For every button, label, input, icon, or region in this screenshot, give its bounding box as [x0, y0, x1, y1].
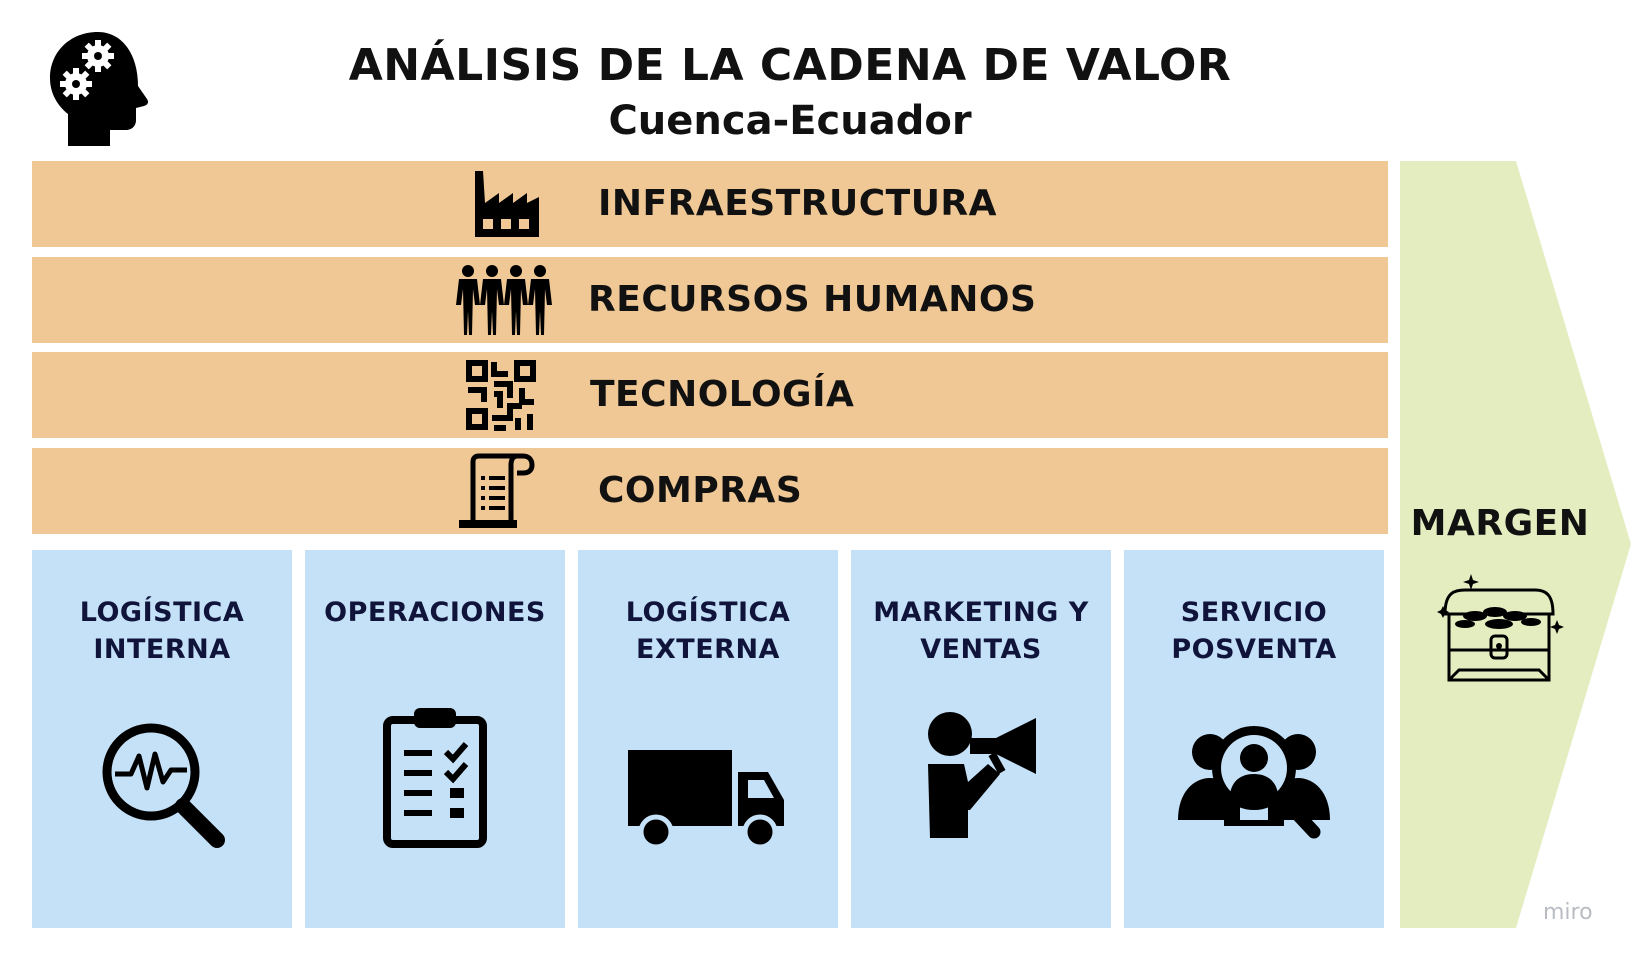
support-label: INFRAESTRUCTURA: [598, 183, 998, 224]
primary-label-line1: OPERACIONES: [324, 597, 546, 628]
primary-operaciones: OPERACIONES: [305, 550, 565, 928]
page-title: ANÁLISIS DE LA CADENA DE VALOR: [348, 40, 1232, 91]
support-label: COMPRAS: [598, 470, 803, 511]
support-bar-tecnologia: TECNOLOGÍA: [32, 352, 1388, 438]
primary-servicio-posventa: SERVICIO POSVENTA: [1124, 550, 1384, 928]
primary-label-line2: INTERNA: [93, 634, 231, 665]
primary-label-line1: LOGÍSTICA: [79, 597, 245, 628]
primary-label-line1: MARKETING Y: [873, 597, 1089, 628]
miro-watermark: miro: [1543, 900, 1593, 925]
support-bar-infraestructura: INFRAESTRUCTURA: [32, 161, 1388, 247]
support-bar-recursos-humanos: RECURSOS HUMANOS: [32, 257, 1388, 343]
magnifier-pulse-icon: [102, 723, 225, 848]
primary-label-line2: VENTAS: [920, 634, 1042, 665]
clipboard-checklist-icon: [383, 708, 487, 848]
primary-label: OPERACIONES: [305, 594, 565, 631]
primary-logistica-interna: LOGÍSTICA INTERNA: [32, 550, 292, 928]
receipt-scroll-icon: [459, 453, 535, 528]
truck-icon: [628, 750, 784, 850]
page-subtitle: Cuenca-Ecuador: [608, 98, 972, 144]
primary-logistica-externa: LOGÍSTICA EXTERNA: [578, 550, 838, 928]
treasure-chest-icon: [1437, 574, 1564, 682]
primary-label-line1: SERVICIO: [1180, 597, 1328, 628]
primary-label: LOGÍSTICA INTERNA: [32, 594, 292, 668]
factory-icon: [475, 171, 539, 237]
primary-label: SERVICIO POSVENTA: [1124, 594, 1384, 668]
support-label: TECNOLOGÍA: [590, 374, 855, 415]
margin-label: MARGEN: [1410, 503, 1590, 544]
primary-label-line2: POSVENTA: [1171, 634, 1337, 665]
primary-label: MARKETING Y VENTAS: [851, 594, 1111, 668]
primary-label: LOGÍSTICA EXTERNA: [578, 594, 838, 668]
megaphone-person-icon: [928, 712, 1036, 838]
customer-search-icon: [1178, 726, 1330, 839]
primary-label-line1: LOGÍSTICA: [625, 597, 791, 628]
head-gears-icon: [50, 32, 148, 146]
support-bar-compras: COMPRAS: [32, 448, 1388, 534]
margin-arrow: [1400, 161, 1631, 928]
primary-label-line2: EXTERNA: [636, 634, 780, 665]
primary-marketing-ventas: MARKETING Y VENTAS: [851, 550, 1111, 928]
people-group-icon: [456, 265, 552, 335]
support-label: RECURSOS HUMANOS: [588, 279, 1037, 320]
qr-code-icon: [466, 360, 536, 431]
